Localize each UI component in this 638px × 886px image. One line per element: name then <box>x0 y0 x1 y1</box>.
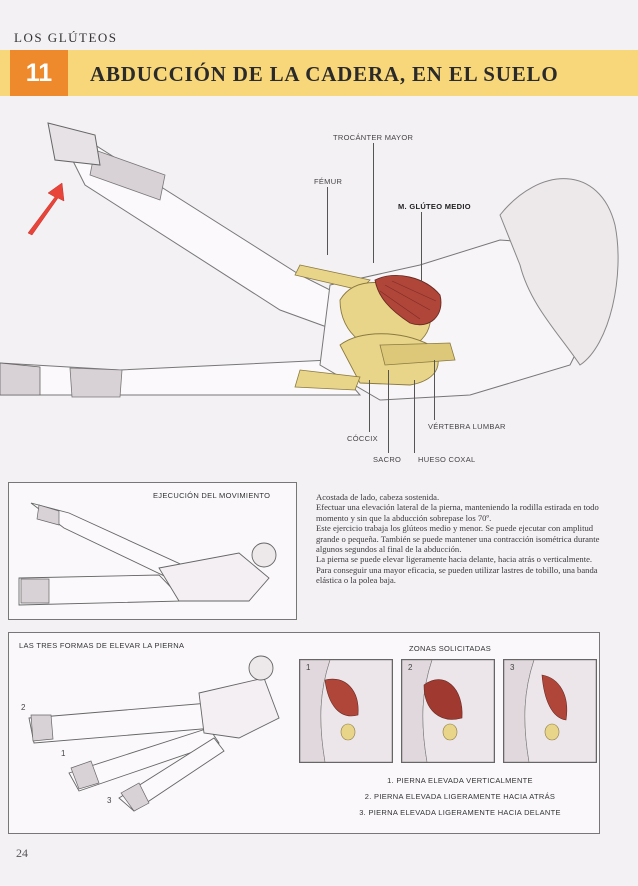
zones-legend-3: 3. PIERNA ELEVADA LIGERAMENTE HACIA DELA… <box>359 808 561 817</box>
section-title: LOS GLÚTEOS <box>14 30 118 45</box>
leader-trocanter <box>373 143 374 263</box>
label-hueso-coxal: HUESO COXAL <box>418 455 476 464</box>
zone-number-3: 3 <box>510 663 515 672</box>
description-paragraph: La pierna se puede elevar ligeramente ha… <box>316 554 593 565</box>
way-marker-3: 3 <box>107 796 112 805</box>
leader-vertebra <box>434 360 435 420</box>
label-vertebra-lumbar: VÉRTEBRA LUMBAR <box>428 422 506 431</box>
label-trocanter-mayor: TROCÁNTER MAYOR <box>333 133 414 142</box>
up-left-arrow-icon <box>27 182 65 236</box>
zone-panel-1 <box>299 659 393 763</box>
description-paragraph: Este ejercicio trabaja los glúteos medio… <box>316 523 600 555</box>
description-paragraph: Acostada de lado, cabeza sostenida. <box>316 492 440 502</box>
zones-label: ZONAS SOLICITADAS <box>409 644 492 653</box>
leader-coxal <box>414 380 415 453</box>
execution-illustration <box>18 502 277 606</box>
execution-box: EJECUCIÓN DEL MOVIMIENTO <box>8 482 297 620</box>
label-sacro: SACRO <box>373 455 402 464</box>
zone-panel-2 <box>401 659 495 763</box>
zone-number-1: 1 <box>306 663 311 672</box>
three-ways-box: LAS TRES FORMAS DE ELEVAR LA PIERNA 2 1 … <box>8 632 600 834</box>
exercise-number: 11 <box>10 50 68 96</box>
title-banner <box>0 50 638 96</box>
leader-gluteo <box>421 212 422 282</box>
description-paragraph: Efectuar una elevación lateral de la pie… <box>316 502 599 523</box>
label-gluteo-medio: M. GLÚTEO MEDIO <box>398 202 471 211</box>
three-ways-label: LAS TRES FORMAS DE ELEVAR LA PIERNA <box>19 641 185 650</box>
execution-label: EJECUCIÓN DEL MOVIMIENTO <box>153 491 271 500</box>
leader-coccix <box>369 380 370 432</box>
description-paragraph: Para conseguir una mayor eficacia, se pu… <box>316 564 598 586</box>
page-number: 24 <box>16 846 28 860</box>
label-coccix: CÓCCIX <box>347 434 378 443</box>
way-marker-1: 1 <box>61 749 66 758</box>
three-ways-illustration <box>28 655 280 812</box>
exercise-title: ABDUCCIÓN DE LA CADERA, EN EL SUELO <box>90 62 559 86</box>
label-femur: FÉMUR <box>314 177 343 186</box>
zone-panel-3 <box>503 659 597 763</box>
way-marker-2: 2 <box>21 703 26 712</box>
zone-number-2: 2 <box>408 663 413 672</box>
exercise-description: Acostada de lado, cabeza sostenida. Efec… <box>316 492 604 586</box>
zones-legend-2: 2. PIERNA ELEVADA LIGERAMENTE HACIA ATRÁ… <box>364 792 556 801</box>
main-anatomy-illustration <box>0 122 619 401</box>
zones-legend-1: 1. PIERNA ELEVADA VERTICALMENTE <box>387 776 533 785</box>
leader-femur <box>327 187 328 255</box>
leader-sacro <box>388 370 389 453</box>
